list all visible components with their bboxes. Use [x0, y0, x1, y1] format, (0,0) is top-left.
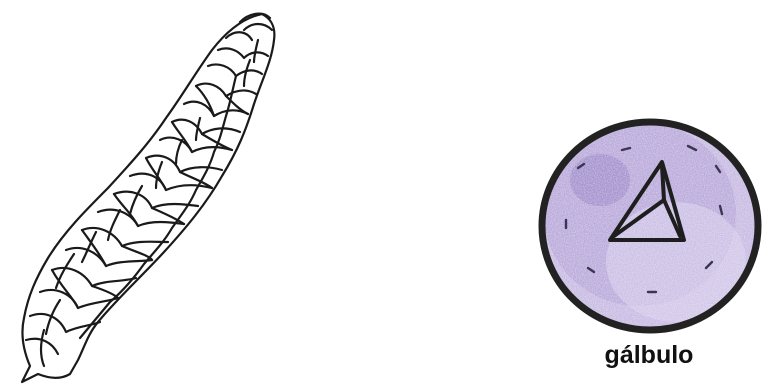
galbulus-cone	[540, 120, 760, 332]
branch-outline	[22, 14, 274, 382]
cone-caption: gálbulo	[584, 343, 714, 368]
scaly-branch	[22, 14, 274, 382]
